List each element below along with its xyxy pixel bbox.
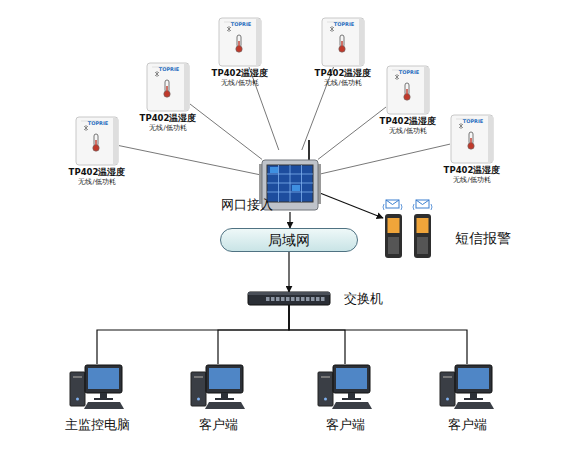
connector (318, 144, 450, 174)
connector (289, 305, 345, 364)
node-text: TOPRIE (159, 66, 179, 72)
computer-node: 客户端 (180, 360, 256, 434)
computer-node: 客户端 (307, 360, 383, 434)
node-text: TOPRIE (399, 69, 419, 75)
node-text: TP402温湿度 (140, 113, 197, 125)
sensor-node: TOPRIE TP402温湿度无线/低功耗 (136, 62, 200, 138)
node-text: 局域网 (221, 229, 357, 251)
sensor-node: TOPRIE TP402温湿度无线/低功耗 (440, 114, 504, 190)
connector (289, 212, 290, 228)
connector (97, 305, 289, 364)
node-text: TOPRIE (334, 21, 354, 27)
connector (288, 252, 289, 292)
node-text: 客户端 (199, 416, 238, 434)
switch-illustration (248, 292, 330, 305)
node-text: 无线/低功耗 (78, 178, 115, 187)
connector (119, 146, 262, 176)
connector (289, 305, 467, 364)
node-text: TP402温湿度 (212, 68, 269, 80)
computer-node: 主监控电脑 (59, 360, 135, 434)
connector (190, 104, 262, 159)
node-text: 无线/低功耗 (324, 79, 361, 88)
phone-illustration (383, 196, 433, 260)
sensor-node: TOPRIE TP402温湿度无线/低功耗 (311, 17, 375, 93)
sensor-node: TOPRIE TP402温湿度无线/低功耗 (65, 116, 129, 192)
connector (218, 305, 289, 364)
node-text: 无线/低功耗 (149, 124, 186, 133)
computer-illustration (189, 364, 247, 410)
node-text: 客户端 (326, 416, 365, 434)
sensor-node: TOPRIE TP402温湿度无线/低功耗 (376, 65, 440, 141)
computer-illustration (438, 364, 496, 410)
node-text: TP402温湿度 (380, 116, 437, 128)
node-text: 无线/低功耗 (453, 176, 490, 185)
node-text: TOPRIE (463, 118, 483, 124)
node-text: TOPRIE (231, 21, 251, 27)
sensor-node: TOPRIE TP402温湿度无线/低功耗 (208, 17, 272, 93)
connector (318, 107, 386, 159)
network-switch: 交换机 (248, 291, 388, 309)
node-text: TP402温湿度 (444, 165, 501, 177)
sms-alarm: 短信报警 (383, 196, 511, 260)
node-text: 客户端 (448, 416, 487, 434)
node-text: 交换机 (344, 290, 383, 308)
edge-label: 网口接入 (221, 196, 273, 214)
computer-node: 客户端 (429, 360, 505, 434)
node-text: 无线/低功耗 (389, 127, 426, 136)
node-text: TP402温湿度 (69, 167, 126, 179)
node-text: 主监控电脑 (65, 416, 130, 434)
node-text: 短信报警 (455, 230, 511, 248)
computer-illustration (316, 364, 374, 410)
node-text: TOPRIE (88, 120, 108, 126)
node-text: 无线/低功耗 (221, 79, 258, 88)
lan-band: 局域网 (220, 228, 358, 252)
connector (318, 192, 383, 218)
node-text: TP402温湿度 (315, 68, 372, 80)
computer-illustration (68, 364, 126, 410)
